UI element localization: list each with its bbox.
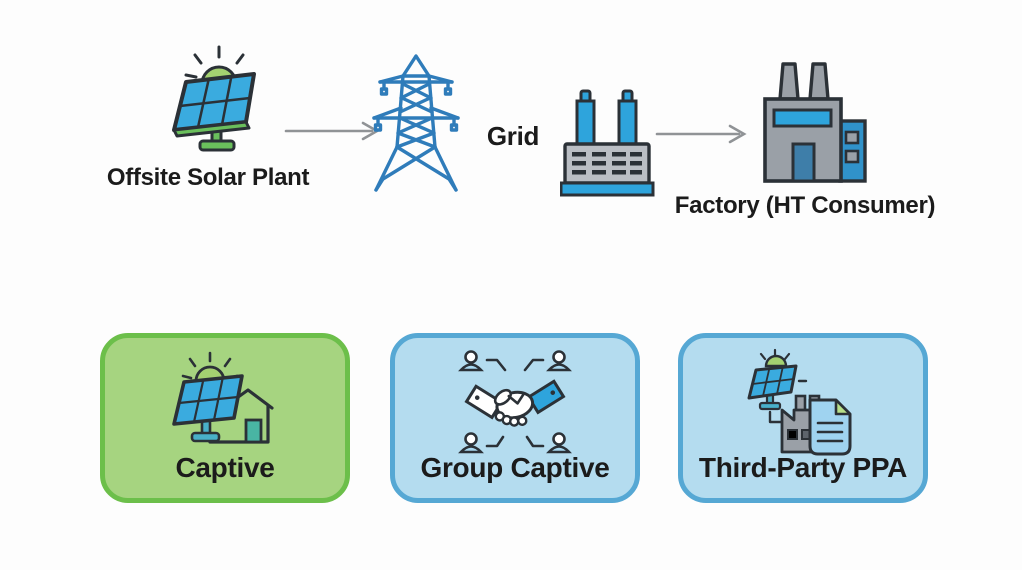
handshake-network-icon	[395, 348, 635, 460]
arrow-right-icon	[655, 123, 747, 145]
card-captive: Captive	[100, 333, 350, 503]
solar-plant-label: Offsite Solar Plant	[106, 164, 310, 191]
grid-label: Grid	[486, 121, 540, 151]
factory-icon	[753, 55, 869, 187]
card-group-captive: Group Captive	[390, 333, 640, 503]
transmission-tower-icon	[370, 52, 462, 194]
transformer-icon	[560, 88, 656, 198]
card-group-captive-label: Group Captive	[420, 452, 610, 483]
solar-factory-contract-icon	[683, 348, 923, 460]
rooftop-solar-house-icon	[105, 348, 345, 452]
card-captive-label: Captive	[175, 452, 275, 483]
card-third-party-ppa: Third-Party PPA	[678, 333, 928, 503]
card-third-party-ppa-label: Third-Party PPA	[698, 452, 908, 483]
factory-label: Factory (HT Consumer)	[674, 192, 936, 219]
arrow-right-icon	[284, 120, 380, 142]
solar-plant-icon	[162, 42, 268, 154]
